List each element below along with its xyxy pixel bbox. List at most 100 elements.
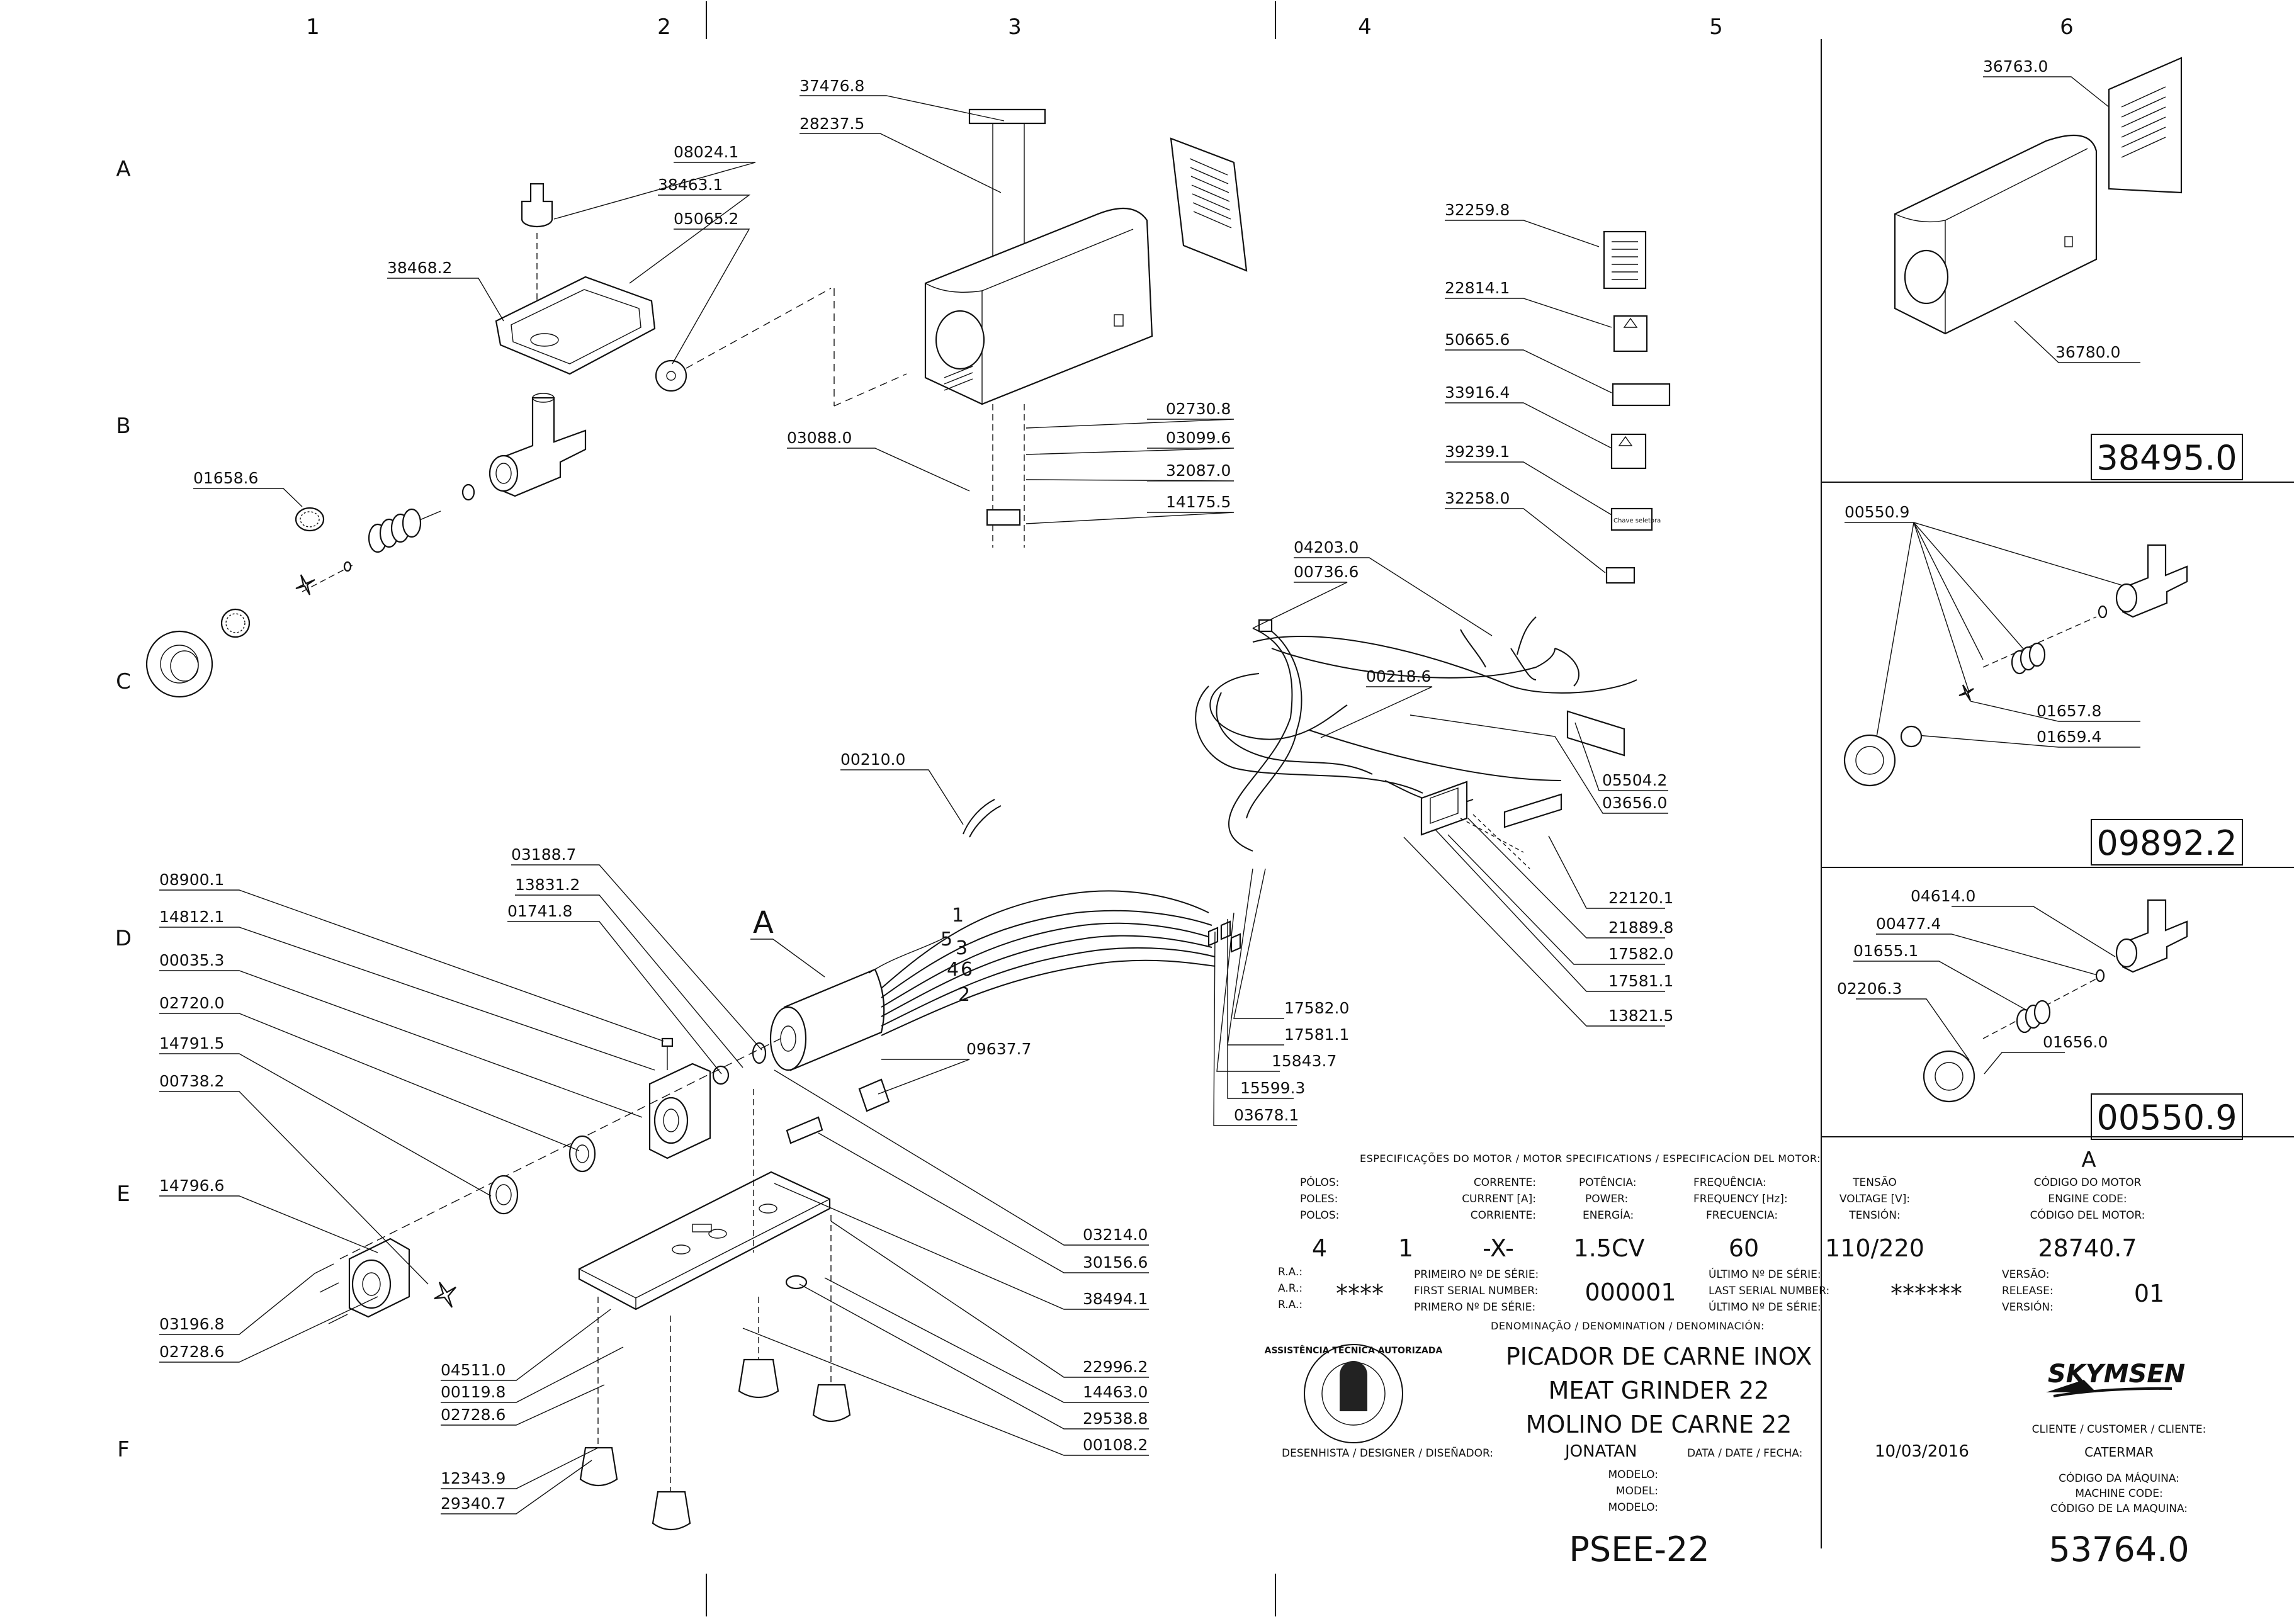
part-label: 14812.1 <box>159 908 224 926</box>
last-serial-label: ÚLTIMO Nº DE SÉRIE: <box>1709 1267 1821 1281</box>
part-label: 14796.6 <box>159 1176 224 1195</box>
part-label: 38463.1 <box>658 176 723 194</box>
client-value: CATERMAR <box>2084 1445 2154 1460</box>
part-label: 17582.0 <box>1284 999 1349 1017</box>
grid-col-3: 3 <box>1008 14 1022 40</box>
part-label: 00119.8 <box>441 1383 506 1401</box>
part-label: 03678.1 <box>1234 1106 1299 1124</box>
callouts: A 1 5 3 4 6 2 <box>750 905 973 1006</box>
part-label: 03656.0 <box>1602 794 1667 812</box>
spec-header: ENERGÍA: <box>1583 1208 1634 1222</box>
spec-header: POLOS: <box>1300 1209 1339 1222</box>
part-label: 09637.7 <box>966 1040 1031 1058</box>
part-label: 22996.2 <box>1083 1358 1148 1376</box>
grid-row-D: D <box>115 926 132 951</box>
kit-code: 09892.2 <box>2096 823 2237 863</box>
grinder-head-assembly <box>145 183 832 698</box>
wire-number: 4 <box>947 959 959 981</box>
part-label: 17582.0 <box>1608 945 1673 963</box>
wiring-harness <box>963 616 1637 869</box>
part-label: 32087.0 <box>1166 461 1231 480</box>
part-label: 04203.0 <box>1294 538 1359 556</box>
part-label: 38494.1 <box>1083 1290 1148 1308</box>
brand-logo: SKYMSEN <box>2046 1360 2185 1397</box>
part-label: 32259.8 <box>1445 201 1510 219</box>
part-label: 21889.8 <box>1608 918 1673 937</box>
part-number-labels: 37476.8 28237.5 08024.1 38463.1 05065.2 … <box>159 57 2120 1513</box>
part-label: 36780.0 <box>2055 343 2120 361</box>
label-stickers: Chave seletora <box>1603 230 1671 584</box>
last-serial-value: ****** <box>1890 1280 1962 1307</box>
spec-header: POLES: <box>1300 1193 1338 1205</box>
frequency-value: 60 <box>1729 1234 1759 1262</box>
base-plate-part <box>578 1171 831 1311</box>
wire-number: 3 <box>956 937 968 959</box>
first-serial-value: 000001 <box>1585 1278 1676 1306</box>
first-serial-label: PRIMEIRO Nº DE SÉRIE: <box>1414 1267 1539 1281</box>
part-label: 01657.8 <box>2037 702 2101 720</box>
model-label: MODELO: <box>1608 1469 1658 1481</box>
part-label: 02728.6 <box>159 1343 224 1361</box>
part-label: 00550.9 <box>1845 503 1909 521</box>
machine-code-label: CÓDIGO DE LA MAQUINA: <box>2050 1501 2188 1515</box>
part-label: 15599.3 <box>1240 1079 1305 1097</box>
last-serial-label: LAST SERIAL NUMBER: <box>1709 1285 1829 1297</box>
designer-label: DESENHISTA / DESIGNER / DISEÑADOR: <box>1282 1446 1493 1460</box>
spec-header: ENGINE CODE: <box>2048 1193 2127 1205</box>
part-label: 13821.5 <box>1608 1007 1673 1025</box>
bushing-part <box>655 359 687 392</box>
grid-row-A: A <box>116 157 130 182</box>
last-serial-label: ÚLTIMO Nº DE SÉRIE: <box>1709 1300 1821 1314</box>
plate-part <box>220 608 251 638</box>
part-label: 29538.8 <box>1083 1409 1148 1428</box>
model-value: PSEE-22 <box>1569 1530 1709 1569</box>
leader-lines <box>159 76 2152 1514</box>
kit-code: 38495.0 <box>2096 438 2237 478</box>
part-label: 01659.4 <box>2037 728 2101 746</box>
motor-spec-title: ESPECIFICAÇÕES DO MOTOR / MOTOR SPECIFIC… <box>1360 1153 1821 1164</box>
ra-label: R.A.: <box>1278 1266 1302 1278</box>
part-label: 12343.9 <box>441 1469 506 1487</box>
part-label: 00738.2 <box>159 1072 224 1090</box>
product-name-pt: PICADOR DE CARNE INOX <box>1506 1343 1812 1370</box>
part-label: 05504.2 <box>1602 771 1667 789</box>
part-label: 08900.1 <box>159 871 224 889</box>
part-label: 00210.0 <box>840 750 905 769</box>
grid-row-E: E <box>116 1181 130 1207</box>
ra-label: A.R.: <box>1278 1282 1302 1295</box>
motor-housing-assembly <box>833 108 1248 548</box>
grid-col-2: 2 <box>657 14 671 40</box>
version-label: VERSIÓN: <box>2002 1300 2054 1314</box>
version-value: 01 <box>2134 1280 2164 1307</box>
part-label: 39239.1 <box>1445 443 1510 461</box>
part-label: 29340.7 <box>441 1494 506 1513</box>
kit-code-box <box>2091 819 2243 866</box>
spec-header: TENSÃO <box>1852 1175 1897 1189</box>
spec-header: POWER: <box>1585 1193 1628 1205</box>
pusher-part <box>521 183 553 228</box>
part-label: 14463.0 <box>1083 1383 1148 1401</box>
spec-header: CURRENT [A]: <box>1462 1193 1536 1205</box>
part-label: 02206.3 <box>1837 979 1902 998</box>
part-label: 22120.1 <box>1608 889 1673 907</box>
spec-header: TENSIÓN: <box>1848 1208 1900 1222</box>
part-label: 03088.0 <box>787 429 852 447</box>
power-value: 1.5CV <box>1574 1234 1645 1262</box>
spec-header: PÓLOS: <box>1300 1175 1339 1189</box>
grid-col-1: 1 <box>306 14 320 40</box>
kit-callout-letter: A <box>2081 1148 2096 1173</box>
worm-screw-part <box>368 508 441 553</box>
engine-code-value: 28740.7 <box>2038 1234 2137 1262</box>
ra-value: **** <box>1336 1280 1384 1307</box>
part-label: 00736.6 <box>1294 563 1359 581</box>
spec-header: CÓDIGO DO MOTOR <box>2034 1175 2142 1189</box>
poles-value-2: 1 <box>1398 1234 1413 1262</box>
part-label: 01656.0 <box>2043 1033 2108 1051</box>
current-value: -X- <box>1483 1234 1514 1262</box>
part-label: 03214.0 <box>1083 1226 1148 1244</box>
part-label: 13831.2 <box>515 876 580 894</box>
part-label: 14791.5 <box>159 1034 224 1052</box>
spec-header: CORRENTE: <box>1474 1176 1536 1189</box>
wire-number: 6 <box>961 959 973 981</box>
